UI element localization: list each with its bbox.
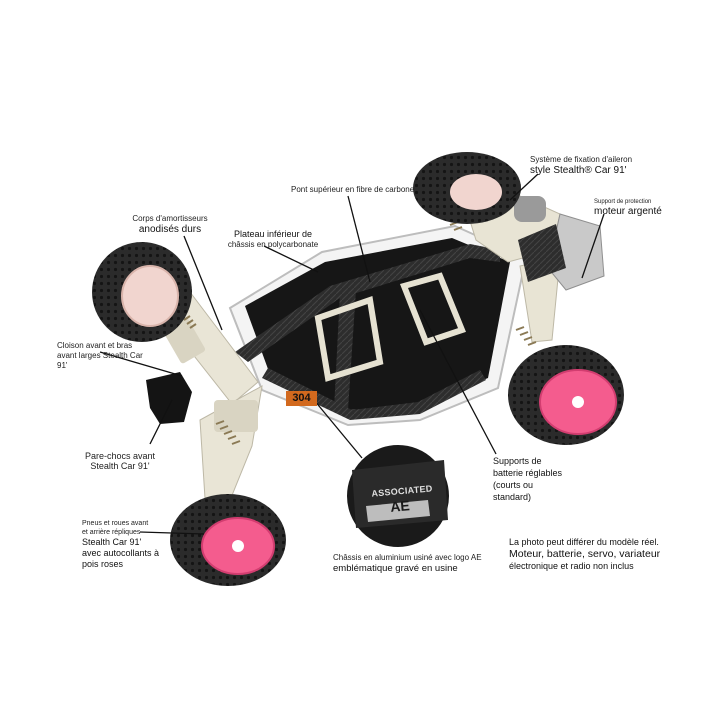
- label-chassis-logo: Châssis en aluminium usiné avec logo AE …: [333, 553, 482, 574]
- carbon-top-deck: [235, 244, 500, 362]
- callout-lines: [99, 173, 605, 535]
- chassis-number-plate: 304: [286, 391, 317, 406]
- wheel-front-right: [170, 494, 286, 586]
- label-lower-plate: Plateau inférieur de châssis en polycarb…: [227, 229, 319, 249]
- wheel-front-left: [92, 242, 192, 342]
- battery-mounts: [314, 272, 466, 382]
- label-bumper: Pare-chocs avant Stealth Car 91': [84, 451, 156, 471]
- label-bulkhead: Cloison avant et bras avant larges Steal…: [57, 341, 143, 370]
- front-bumper: [146, 372, 192, 424]
- label-battery-mounts: Supports de batterie réglables (courts o…: [493, 456, 563, 502]
- rear-assembly: [445, 195, 605, 346]
- disclaimer-note: La photo peut différer du modèle réel. M…: [509, 537, 661, 571]
- wheel-rear-left: [413, 152, 521, 224]
- label-motor-guard: Support de protection moteur argenté: [594, 199, 662, 217]
- wheel-rear-right: [508, 345, 624, 445]
- logo-inset: [345, 443, 451, 549]
- carbon-cross-rail: [334, 290, 356, 410]
- label-top-deck: Pont supérieur en fibre de carbone: [291, 185, 415, 194]
- label-wing-mount: Système de fixation d'aileron style Stea…: [530, 155, 633, 176]
- carbon-side-rail: [262, 368, 486, 420]
- label-tires: Pneus et roues avant et arrière réplique…: [82, 520, 160, 569]
- label-shock-bodies: Corps d'amortisseurs anodisés durs: [132, 214, 208, 235]
